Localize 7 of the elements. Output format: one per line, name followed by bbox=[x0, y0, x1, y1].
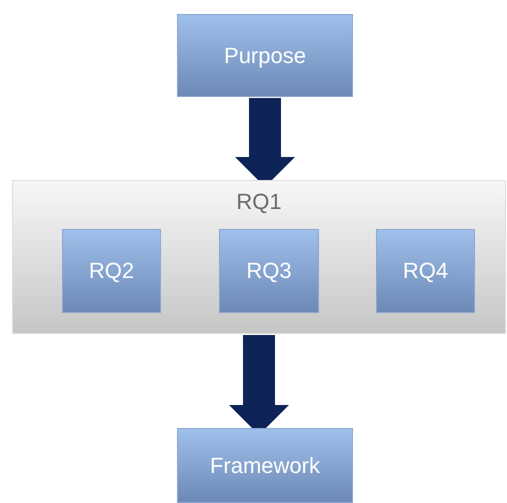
process-box: RQ3 bbox=[219, 229, 319, 313]
process-box: Framework bbox=[177, 428, 353, 503]
group-band bbox=[12, 180, 506, 334]
process-box: RQ4 bbox=[376, 229, 475, 313]
process-box: Purpose bbox=[177, 14, 353, 97]
process-box: RQ2 bbox=[62, 229, 161, 313]
group-title: RQ1 bbox=[236, 189, 282, 215]
